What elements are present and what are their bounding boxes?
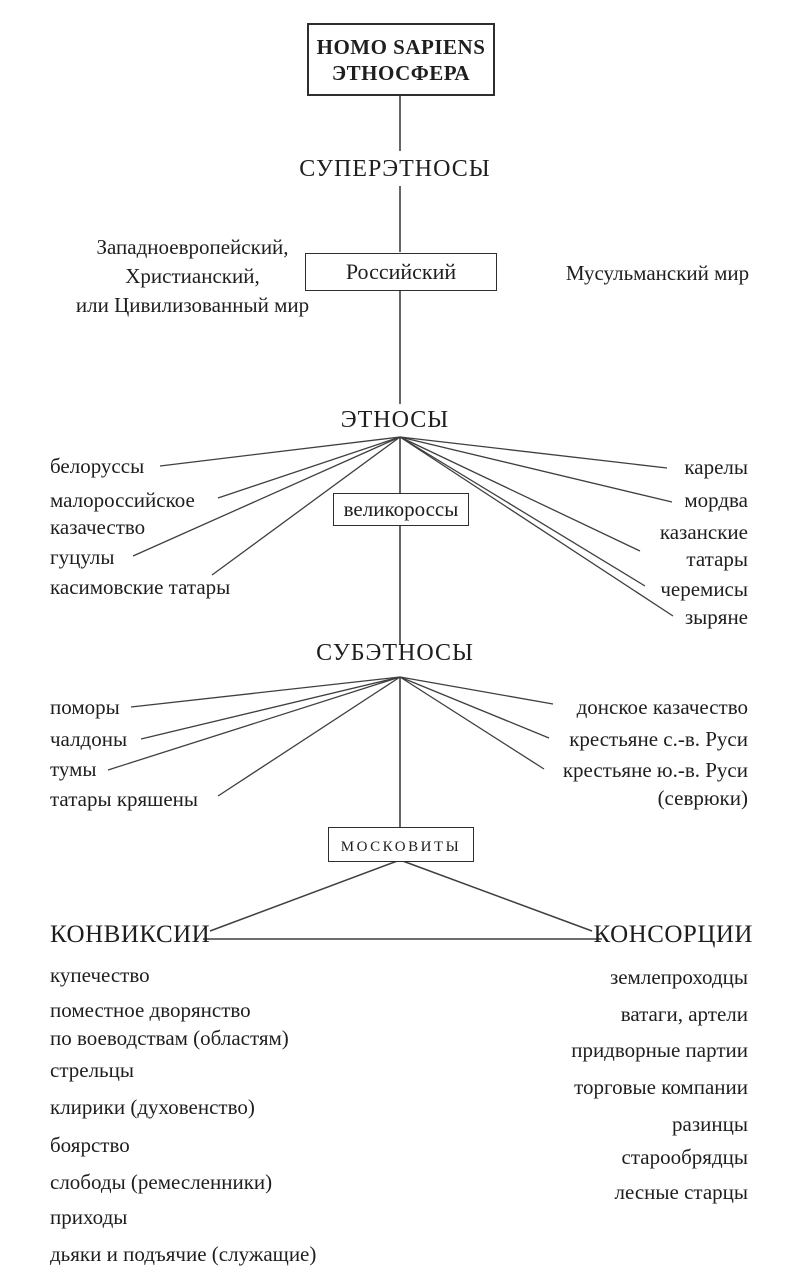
ethnos-right-item: мордва <box>684 488 748 512</box>
subethnos-right-item: донское казачество <box>576 695 748 719</box>
subethnos-core-box: московиты <box>328 827 474 862</box>
ethnos-left-item: гуцулы <box>50 545 115 569</box>
root-node-label: HOMO SAPIENS ЭТНОСФЕРА <box>316 34 486 85</box>
level-label-ethnos: ЭТНОСЫ <box>340 407 450 433</box>
consortia-item: придворные партии <box>571 1038 748 1062</box>
ethnos-right-item: зыряне <box>684 605 748 629</box>
consortia-item: торговые компании <box>574 1075 748 1099</box>
superethnos-muslim-label: Мусульманский мир <box>565 261 750 285</box>
level-label-superethnos: СУПЕРЭТНОСЫ <box>299 156 491 182</box>
convixia-item: дьяки и подъячие (служащие) <box>50 1242 317 1266</box>
subethnos-left-item: поморы <box>50 695 120 719</box>
subethnos-left-item: чалдоны <box>50 727 128 751</box>
superethnos-west-label: Западноевропейский, Христианский, или Ци… <box>75 235 310 317</box>
superethnos-russian-label: Российский <box>345 259 457 284</box>
ethnos-right-item: черемисы <box>660 577 748 601</box>
consortia-item: старообрядцы <box>621 1145 748 1169</box>
subethnos-left-item: татары кряшены <box>50 787 199 811</box>
convixia-item: поместное дворянство по воеводствам (обл… <box>50 998 289 1050</box>
subethnos-left-item: тумы <box>50 757 97 781</box>
subethnos-core-label: московиты <box>340 832 462 856</box>
level-label-subethnos: СУБЭТНОСЫ <box>316 640 474 666</box>
ethnos-left-item: касимовские татары <box>50 575 231 599</box>
ethnos-core-box: великороссы <box>333 493 469 526</box>
subethnos-fan-lines <box>107 676 554 797</box>
consortia-item: лесные старцы <box>614 1180 749 1204</box>
convixia-item: слободы (ремесленники) <box>50 1170 273 1194</box>
group-label-consortia: КОНСОРЦИИ <box>593 921 753 948</box>
consortia-item: землепроходцы <box>609 965 748 989</box>
consortia-item: разинцы <box>672 1112 748 1136</box>
consortia-item: ватаги, артели <box>620 1002 748 1026</box>
ethnos-right-item: карелы <box>684 455 748 479</box>
ethnos-core-label: великороссы <box>343 497 459 521</box>
convixia-item: стрельцы <box>50 1058 134 1082</box>
group-label-convixia: КОНВИКСИИ <box>50 921 211 948</box>
convixia-item: приходы <box>50 1205 128 1229</box>
ethnos-left-item: малороссийское казачество <box>50 488 195 539</box>
bottom-split-lines <box>203 859 602 940</box>
ethnos-right-item: казанские татары <box>659 520 748 571</box>
convixia-item: боярство <box>50 1133 130 1157</box>
root-node-box: HOMO SAPIENS ЭТНОСФЕРА <box>307 23 495 96</box>
subethnos-right-item: крестьяне с.-в. Руси <box>569 727 748 751</box>
convixia-item: купечество <box>50 963 150 987</box>
subethnos-right-item: крестьяне ю.-в. Руси (севрюки) <box>562 758 748 810</box>
ethnos-left-item: белоруссы <box>50 454 145 478</box>
superethnos-russian-box: Российский <box>305 253 497 291</box>
convixia-item: клирики (духовенство) <box>50 1095 255 1119</box>
